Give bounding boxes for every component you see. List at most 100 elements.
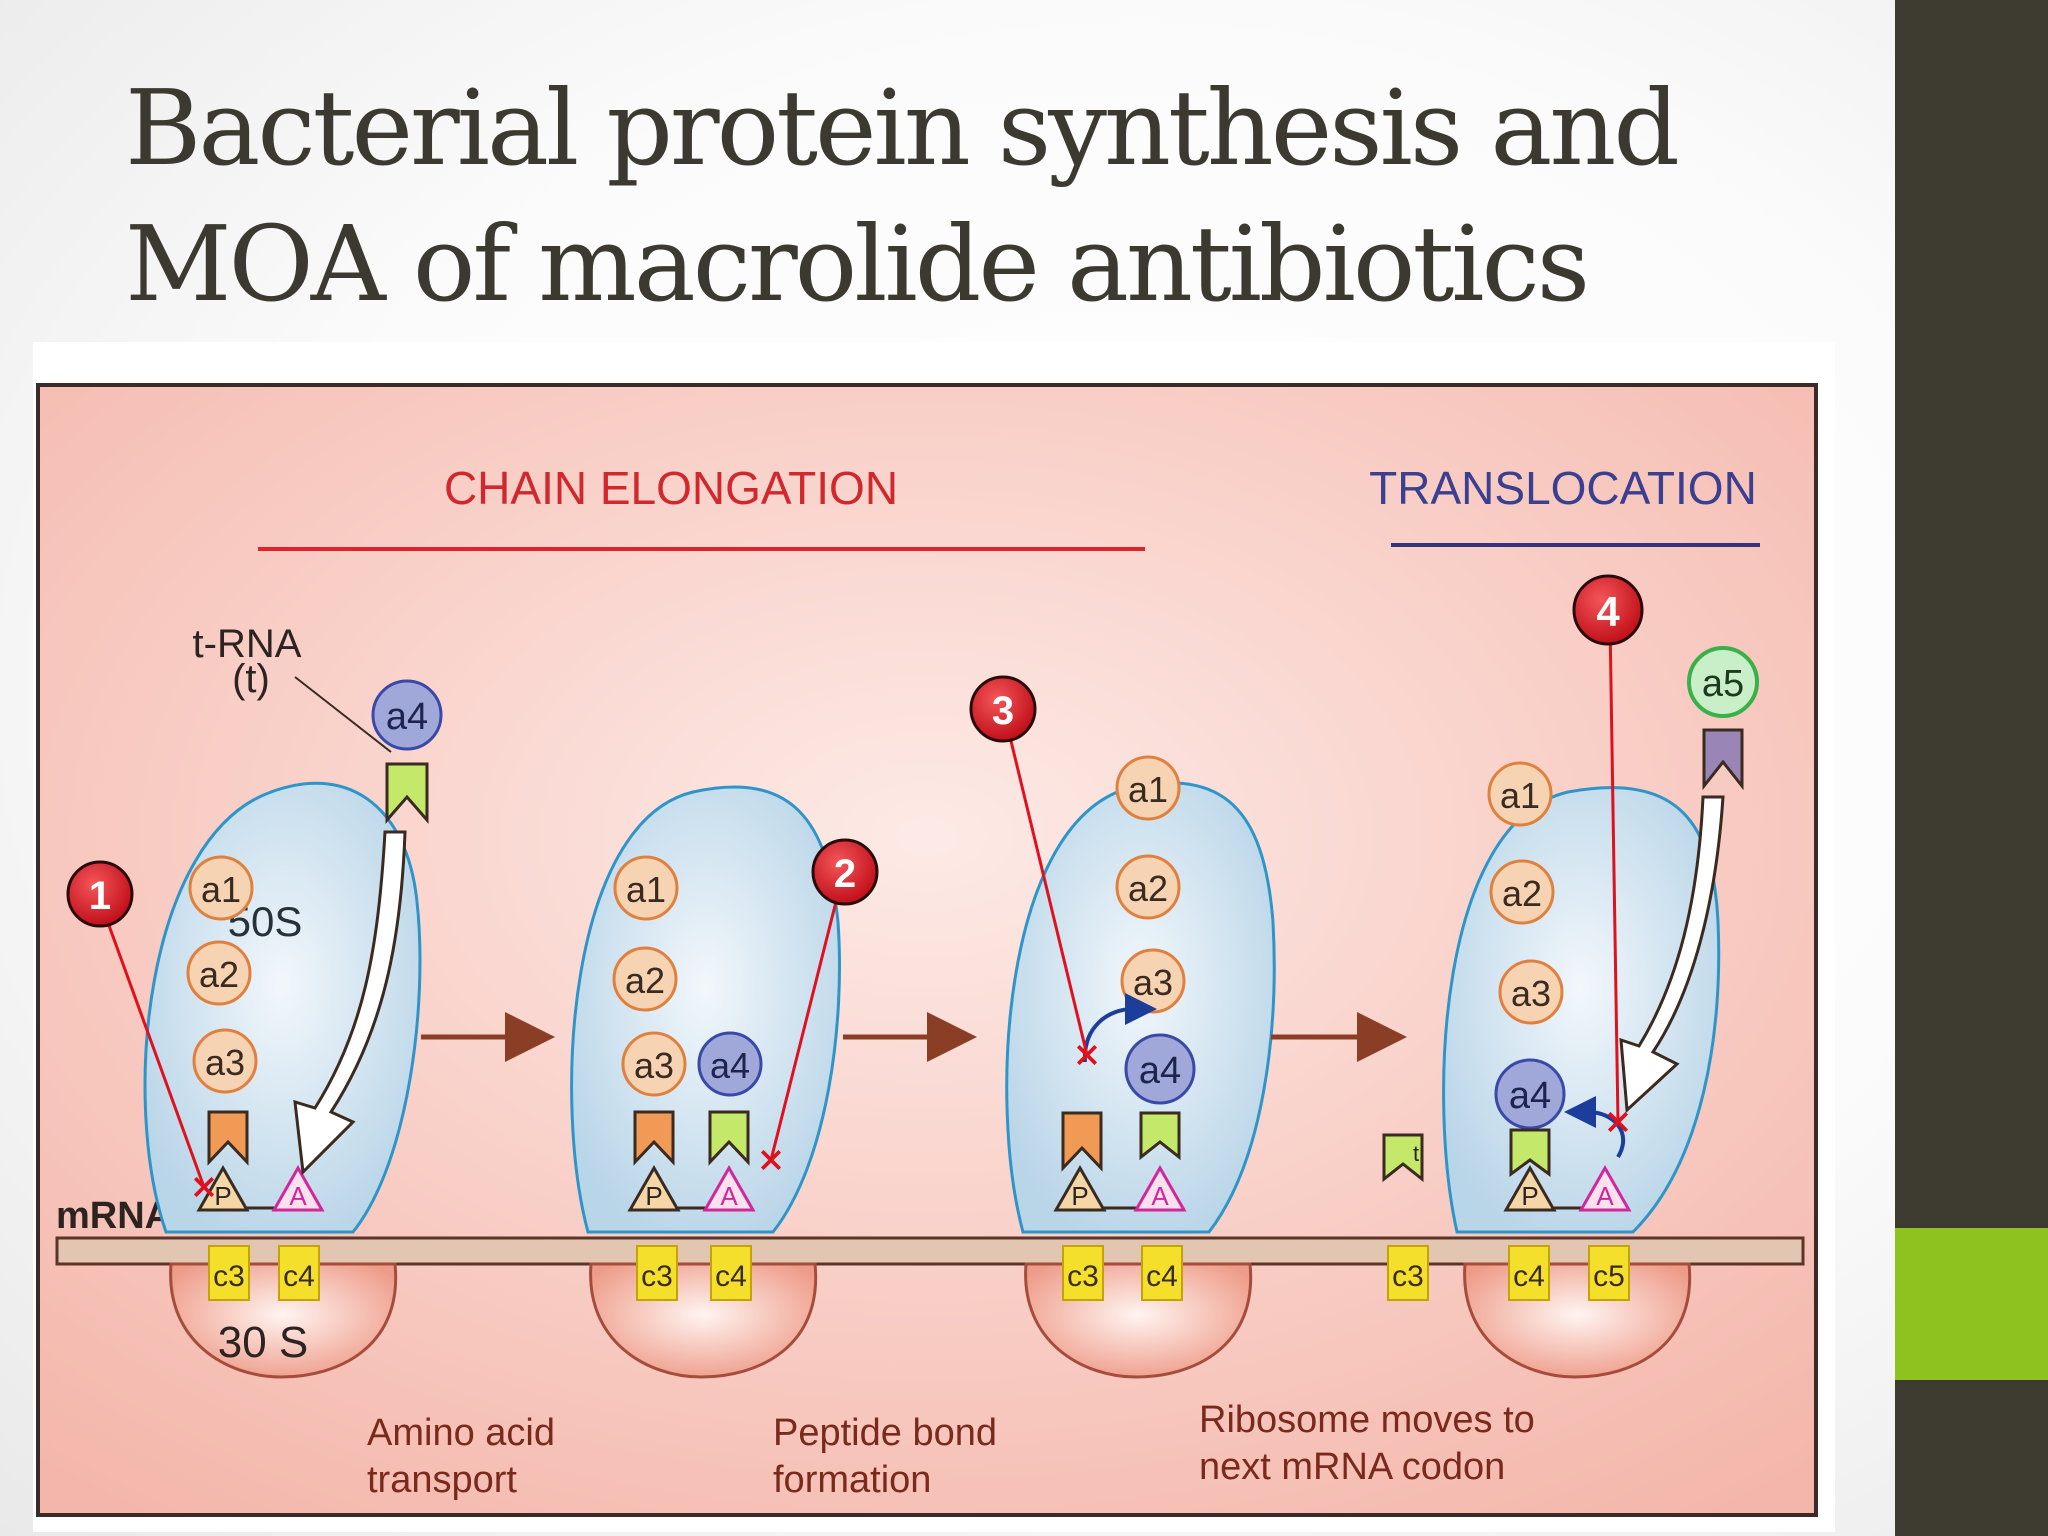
- step-2-badge: 2: [811, 838, 879, 906]
- trna-p-site: [633, 1110, 675, 1166]
- svg-text:c5: c5: [1593, 1260, 1625, 1293]
- caption-ribosome-line-1: Ribosome moves to: [1199, 1399, 1535, 1441]
- small-subunit-label: 30 S: [218, 1318, 309, 1367]
- trna-p-site-empty: [1061, 1111, 1103, 1172]
- amino-acid-a1: a1: [613, 855, 679, 921]
- svg-text:a2: a2: [1502, 873, 1542, 914]
- svg-text:2: 2: [834, 852, 856, 896]
- svg-text:A: A: [1596, 1181, 1614, 1211]
- amino-acid-a3: a3: [1120, 948, 1186, 1014]
- amino-acid-a3: a3: [621, 1031, 687, 1097]
- amino-acid-a1: a1: [1115, 755, 1181, 821]
- codon-c4: c4: [710, 1245, 752, 1301]
- a-site: [271, 1164, 325, 1212]
- trna-a-site: [1139, 1111, 1181, 1161]
- slide-title: Bacterial protein synthesis and MOA of m…: [125, 60, 1825, 332]
- a-site: [1133, 1164, 1187, 1212]
- step-3-pointer: [1002, 711, 1089, 1056]
- step-2-pointer: [769, 861, 848, 1161]
- amino-acid-a2: a2: [612, 946, 678, 1012]
- svg-text:c4: c4: [283, 1260, 315, 1293]
- p-site: [1053, 1164, 1107, 1212]
- sidebar-accent-block: [1895, 1228, 2048, 1380]
- amino-acid-a3: a3: [192, 1028, 258, 1094]
- svg-text:A: A: [1151, 1181, 1169, 1211]
- svg-text:a3: a3: [1133, 962, 1173, 1003]
- svg-text:a4: a4: [1509, 1075, 1551, 1117]
- protein-synthesis-diagram: CHAIN ELONGATION TRANSLOCATION mRNA 50S …: [36, 383, 1818, 1517]
- heading-translocation: TRANSLOCATION: [1369, 462, 1757, 514]
- p-site: [1503, 1164, 1557, 1212]
- svg-text:a4: a4: [710, 1045, 750, 1086]
- svg-text:a2: a2: [1128, 868, 1168, 909]
- incoming-trna-a5: [1702, 728, 1744, 791]
- codon-c4: c4: [278, 1245, 320, 1301]
- trna-abbrev: (t): [232, 657, 270, 701]
- ribosome-stage-1: 50S 30 S a1 a2 a3 P A c3 c4 t-RNA (t) a4…: [66, 622, 443, 1379]
- svg-text:a2: a2: [199, 954, 239, 995]
- svg-text:P: P: [214, 1181, 231, 1211]
- translocation-arrow: [1564, 1096, 1626, 1159]
- amino-acid-a1: a1: [1487, 761, 1553, 827]
- svg-text:c3: c3: [641, 1260, 673, 1293]
- svg-text:c4: c4: [715, 1260, 747, 1293]
- step-1-pointer: [97, 897, 206, 1188]
- svg-text:c4: c4: [1146, 1260, 1178, 1293]
- codon-c3: c3: [636, 1245, 678, 1301]
- amino-acid-a4: a4: [1494, 1058, 1566, 1130]
- trna-entry-arrow: [1619, 795, 1725, 1114]
- svg-text:a5: a5: [1702, 663, 1744, 705]
- svg-text:3: 3: [992, 689, 1014, 733]
- amino-acid-a4-incoming: a4: [371, 679, 443, 751]
- caption-ribosome-line-2: next mRNA codon: [1199, 1446, 1505, 1488]
- diagram-figure: CHAIN ELONGATION TRANSLOCATION mRNA 50S …: [33, 342, 1835, 1532]
- svg-text:1: 1: [89, 874, 111, 918]
- svg-text:a1: a1: [201, 869, 241, 910]
- svg-text:A: A: [720, 1181, 738, 1211]
- p-site: [196, 1164, 250, 1212]
- svg-text:a4: a4: [386, 696, 428, 738]
- svg-text:c3: c3: [1392, 1260, 1424, 1293]
- ribosome-stage-3: a1 a2 a3 a4 P A c3 c4 3: [969, 675, 1276, 1379]
- trna-p-site: [207, 1110, 249, 1166]
- svg-text:4: 4: [1596, 588, 1620, 635]
- svg-text:P: P: [1071, 1181, 1088, 1211]
- caption-amino-line-1: Amino acid: [367, 1412, 555, 1454]
- trna-p-site: [1509, 1128, 1551, 1177]
- amino-acid-a4: a4: [1124, 1033, 1196, 1105]
- caption-peptide-line-1: Peptide bond: [773, 1412, 997, 1454]
- trna-a-site: [708, 1110, 750, 1166]
- trna-pointer-line: [294, 676, 392, 753]
- codon-c4: c4: [1141, 1245, 1183, 1301]
- a-site: [1578, 1164, 1632, 1212]
- amino-acid-a4: a4: [697, 1031, 763, 1097]
- caption-peptide-line-2: formation: [773, 1459, 931, 1501]
- amino-acid-a2: a2: [1489, 859, 1555, 925]
- svg-text:a3: a3: [1511, 973, 1551, 1014]
- title-line-2: MOA of macrolide antibiotics: [125, 203, 1590, 325]
- step-3-badge: 3: [969, 675, 1037, 743]
- codon-c4: c4: [1508, 1245, 1550, 1301]
- incoming-trna: [385, 762, 429, 825]
- a-site: [702, 1164, 756, 1212]
- svg-text:c3: c3: [213, 1260, 245, 1293]
- codon-c5: c5: [1588, 1245, 1630, 1301]
- p-site: [627, 1164, 681, 1212]
- svg-text:P: P: [1521, 1181, 1538, 1211]
- svg-text:a3: a3: [205, 1042, 245, 1083]
- step-4-badge: 4: [1572, 574, 1644, 646]
- released-trna: t: [1382, 1133, 1424, 1183]
- ribosome-stage-2: a1 a2 a3 a4 P A c3 c4 2: [570, 785, 879, 1379]
- svg-text:a4: a4: [1139, 1050, 1181, 1092]
- svg-text:A: A: [289, 1181, 307, 1211]
- svg-text:a3: a3: [634, 1045, 674, 1086]
- amino-acid-a1: a1: [188, 855, 254, 921]
- mrna-label: mRNA: [56, 1195, 172, 1237]
- svg-text:c3: c3: [1067, 1260, 1099, 1293]
- caption-amino-line-2: transport: [367, 1459, 517, 1501]
- heading-chain-elongation: CHAIN ELONGATION: [444, 462, 898, 514]
- trna-entry-arrow: [293, 830, 407, 1176]
- amino-acid-a2: a2: [1115, 854, 1181, 920]
- codon-c3: c3: [208, 1245, 250, 1301]
- svg-text:c4: c4: [1513, 1260, 1545, 1293]
